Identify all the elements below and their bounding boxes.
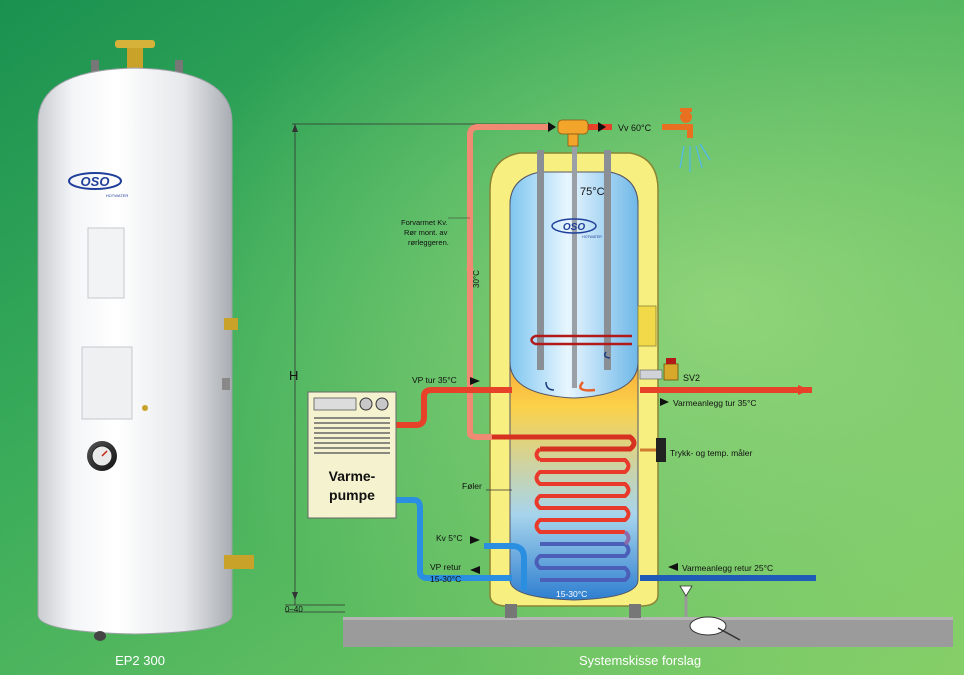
preheat-note-3: rørleggeren. [408,238,449,247]
hot-water-out-label: Vv 60°C [618,123,652,133]
tank-logo-text: OSO [563,222,585,233]
vp-flow-pipe [396,387,512,428]
pressure-gauge-label: Trykk- og temp. måler [670,448,753,458]
floor [343,617,953,647]
logo-swoosh [68,172,122,190]
product-caption: EP2 300 [115,653,165,668]
safety-valve-icon [663,358,679,381]
mixing-valve-icon [557,119,589,147]
immersion-element [572,140,577,388]
drain-icon [679,585,741,641]
heat-pump-display [313,397,357,411]
tank: OSO HOTWATER [489,140,666,618]
preheat-pipe [467,124,548,440]
vp-return-pipe [396,497,512,581]
top-valve [127,45,143,69]
bottom-temp-label: 15-30°C [556,589,587,599]
pressure-gauge-icon [656,438,666,462]
cylinder-body [37,67,233,635]
vp-return-label-2: 15-30°C [430,574,461,584]
cold-water-pipe [484,543,527,590]
sensor-label: Føler [462,481,482,491]
safety-valve-label: SV2 [683,373,700,383]
preheat-note-2: Rør mont. av [404,228,448,237]
heat-pump-body [307,391,397,519]
heating-flow-label: Varmeanlegg tur 35°C [673,398,757,408]
system-caption: Systemskisse forslag [579,653,701,668]
cold-coil [534,530,631,582]
pipes [396,124,816,590]
cold-water-label: Kv 5°C [436,533,463,543]
heat-pump-knob [359,397,373,411]
access-panel [81,346,133,420]
height-dimension: H 0–40 [285,123,546,614]
vp-return-label-1: VP retur [430,562,461,572]
tap-icon [662,108,711,172]
preheat-note-1: Forvarmet Kv. [401,218,448,227]
heat-coil [490,434,637,534]
heat-pump-knob [375,397,389,411]
heat-pump: Varme- pumpe [307,391,397,519]
control-cover [87,227,125,299]
heat-pump-label-2: pumpe [329,487,375,503]
vp-flow-label: VP tur 35°C [412,375,457,385]
tank-logo-subtext: HOTWATER [582,235,602,239]
flow-arrows [466,122,810,395]
pipe-temp-label: 30°C [472,270,481,288]
heat-pump-vents [314,417,390,454]
logo-subtext: HOTWATER [106,193,129,198]
base-label: 0–40 [285,605,303,614]
labels: Vv 60°C 75°C Forvarmet Kv. Rør mont. av … [401,123,773,599]
heating-return-label: Varmeanlegg retur 25°C [682,563,773,573]
logo-text: OSO [81,174,110,189]
tank-temp-label: 75°C [580,186,605,198]
product-cylinder: OSO HOTWATER [37,40,254,641]
heat-pump-label-1: Varme- [329,468,376,484]
drain-valve-icon [679,585,693,597]
height-label: H [289,368,298,383]
